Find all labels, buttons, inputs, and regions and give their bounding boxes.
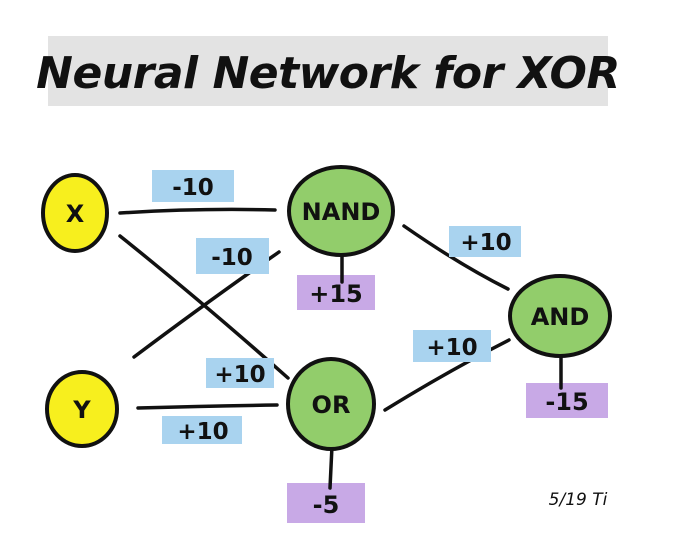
edge-y-or [136, 403, 279, 410]
node-x-circle [41, 173, 109, 253]
node-x-label: X [66, 200, 85, 228]
node-nand: NAND [287, 165, 395, 257]
node-or: OR [286, 357, 376, 451]
title-group: Neural Network for XOR [36, 36, 620, 106]
node-y: Y [45, 370, 119, 448]
weight-or-and-highlight [413, 330, 491, 362]
node-and: AND [508, 274, 612, 358]
weight-nand-and-label: +10 [460, 230, 511, 256]
weight-y-nand-label: -10 [211, 245, 253, 271]
weight-x-nand-highlight [152, 170, 234, 202]
weight-y-nand-highlight [196, 238, 269, 274]
weight-nand-and-highlight [449, 226, 521, 257]
biases: +15 -5 -15 [287, 244, 608, 523]
edge-x-nand [118, 207, 277, 215]
signature: 5/19 Ti [549, 490, 608, 510]
edge-nand-and [402, 224, 510, 291]
weight-x-or-label: +10 [214, 362, 265, 388]
edge-or-and [383, 338, 511, 412]
node-and-circle [508, 274, 612, 358]
node-nand-label: NAND [302, 198, 381, 226]
node-y-label: Y [72, 396, 91, 424]
title-highlight [48, 36, 608, 106]
bias-nand-label: +15 [309, 280, 363, 308]
bias-and-highlight [526, 383, 608, 418]
bias-nand-highlight [297, 275, 375, 310]
weight-y-or-label: +10 [177, 419, 228, 445]
weights: -10 -10 +10 +10 +10 +10 [152, 170, 521, 445]
nodes: X Y NAND OR AND [41, 165, 612, 451]
weight-y-or-highlight [162, 416, 242, 444]
node-or-label: OR [312, 391, 351, 419]
edges [118, 207, 511, 412]
diagram-title: Neural Network for XOR [36, 48, 620, 99]
weight-or-and-label: +10 [426, 335, 477, 361]
weight-x-or-highlight [206, 358, 274, 388]
bias-or-highlight [287, 483, 365, 523]
node-and-label: AND [531, 303, 590, 331]
node-nand-circle [287, 165, 395, 257]
node-or-circle [286, 357, 376, 451]
node-x: X [41, 173, 109, 253]
node-y-circle [45, 370, 119, 448]
bias-or-label: -5 [313, 491, 340, 519]
bias-or-stem [328, 444, 334, 490]
weight-x-nand-label: -10 [172, 175, 214, 201]
bias-and-label: -15 [545, 388, 588, 416]
